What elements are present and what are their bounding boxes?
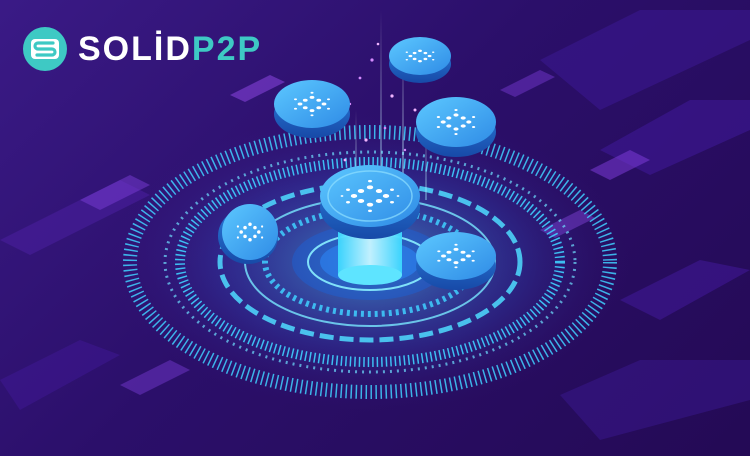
coins <box>218 37 496 290</box>
cardano-logo-icon <box>437 243 475 269</box>
particle-beams <box>343 10 427 210</box>
brand-logo[interactable]: SOLİDP2P <box>22 24 262 74</box>
brand-name-p2p: P2P <box>191 30 263 68</box>
brand-name-solid: SOLİD <box>78 30 192 68</box>
coin-top-left <box>274 80 350 138</box>
cardano-logo-icon <box>236 222 264 242</box>
coin-right <box>416 232 496 290</box>
cardano-logo-icon <box>405 49 435 63</box>
s-swap-icon <box>23 27 67 71</box>
coin-top-right <box>416 97 496 157</box>
coin-top <box>389 37 451 83</box>
coin-center <box>320 165 420 239</box>
cardano-logo-icon <box>436 109 476 135</box>
brand-wordmark: SOLİDP2P <box>78 32 262 66</box>
cardano-logo-icon <box>294 91 330 117</box>
coin-left <box>218 204 278 264</box>
cardano-logo-icons <box>236 49 476 269</box>
cardano-logo-icon <box>340 179 400 213</box>
